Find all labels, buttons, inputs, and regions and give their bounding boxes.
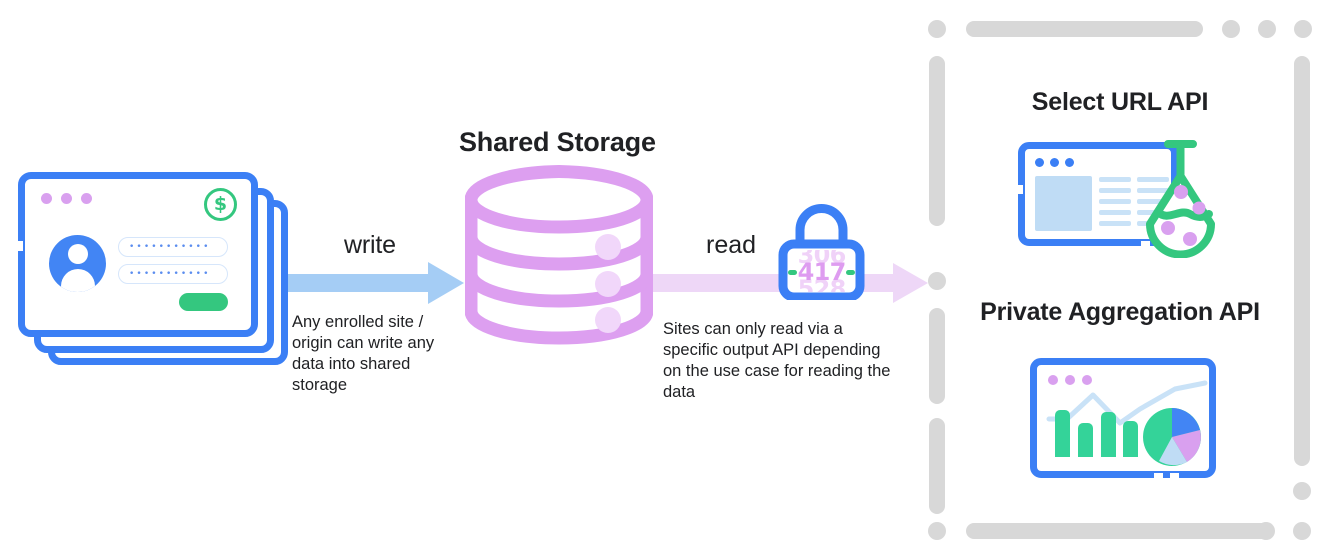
window-dot-1 bbox=[1035, 158, 1044, 167]
panel-border-dash bbox=[1294, 56, 1310, 466]
chart-bar bbox=[1078, 423, 1093, 457]
window-bottom-notch bbox=[1170, 473, 1179, 481]
svg-text:7: 7 bbox=[830, 258, 847, 286]
output-apis-panel bbox=[920, 8, 1320, 548]
api-title-private-aggregation: Private Aggregation API bbox=[980, 298, 1260, 326]
window-bottom-notch bbox=[1154, 473, 1163, 481]
window-dot-1 bbox=[1048, 375, 1058, 385]
combination-lock-icon: 3 4 5 0 1 2 6 7 8 bbox=[775, 203, 868, 302]
svg-text:8: 8 bbox=[830, 275, 847, 300]
analytics-window bbox=[1030, 358, 1216, 481]
window-left-notch bbox=[15, 241, 23, 251]
panel-border-dash bbox=[966, 21, 1203, 37]
panel-border-dash bbox=[1257, 522, 1275, 540]
panel-border-dash bbox=[928, 272, 946, 290]
panel-border-dash bbox=[928, 522, 946, 540]
panel-border-dash bbox=[929, 308, 945, 404]
pie-chart bbox=[1142, 407, 1202, 472]
flask-icon bbox=[1128, 138, 1233, 263]
submit-button[interactable] bbox=[179, 293, 228, 311]
username-field[interactable]: ••••••••••• bbox=[118, 237, 228, 257]
shared-storage-title: Shared Storage bbox=[459, 127, 656, 157]
write-label: write bbox=[344, 231, 396, 259]
panel-border-dash bbox=[1294, 20, 1312, 38]
api-block-select-url: Select URL API bbox=[950, 88, 1290, 117]
api-block-private-aggregation: Private Aggregation API bbox=[950, 298, 1290, 327]
api-title-select-url: Select URL API bbox=[1031, 88, 1209, 116]
window-traffic-dots bbox=[1035, 158, 1074, 167]
browser-window-with-flask-icon bbox=[1015, 138, 1233, 259]
window-traffic-dots bbox=[41, 193, 92, 204]
write-caption: Any enrolled site / origin can write any… bbox=[292, 313, 435, 394]
svg-text:5: 5 bbox=[798, 275, 815, 300]
write-arrow-icon bbox=[288, 262, 464, 309]
window-dot-3 bbox=[81, 193, 92, 204]
avatar-body-icon bbox=[60, 269, 95, 292]
panel-border-dash bbox=[929, 418, 945, 514]
read-label: read bbox=[706, 231, 757, 259]
database-cylinder-icon bbox=[464, 163, 654, 348]
read-caption: Sites can only read via a specific outpu… bbox=[663, 320, 891, 401]
window-traffic-dots bbox=[1048, 375, 1092, 385]
window-dot-2 bbox=[61, 193, 72, 204]
svg-text:2: 2 bbox=[814, 275, 831, 300]
panel-border-dash bbox=[1293, 482, 1311, 500]
svg-text:4: 4 bbox=[798, 258, 815, 286]
dollar-symbol: $ bbox=[213, 193, 228, 215]
svg-text:1: 1 bbox=[814, 258, 831, 286]
window-left-notch bbox=[1015, 185, 1023, 194]
panel-border-dash bbox=[1222, 20, 1240, 38]
window-dot-2 bbox=[1050, 158, 1059, 167]
password-field[interactable]: ••••••••••• bbox=[118, 264, 228, 284]
panel-border-dash bbox=[929, 56, 945, 226]
panel-border-dash bbox=[928, 20, 946, 38]
site-window-front: $ ••••••••••• ••••••••••• bbox=[15, 172, 258, 337]
svg-text:6: 6 bbox=[830, 241, 847, 269]
window-dot-3 bbox=[1065, 158, 1074, 167]
chart-bar bbox=[1101, 412, 1116, 457]
content-thumbnail bbox=[1035, 176, 1092, 231]
dollar-circle-icon: $ bbox=[204, 188, 237, 221]
window-dot-1 bbox=[41, 193, 52, 204]
window-bottom-notch bbox=[1141, 241, 1150, 249]
svg-text:0: 0 bbox=[814, 241, 831, 269]
window-dot-3 bbox=[1082, 375, 1092, 385]
sites-card-stack: $ ••••••••••• ••••••••••• bbox=[0, 0, 300, 380]
chart-bar bbox=[1123, 421, 1138, 457]
chart-bar bbox=[1055, 410, 1070, 457]
panel-border-dash bbox=[966, 523, 1271, 539]
panel-border-dash bbox=[1293, 522, 1311, 540]
svg-text:3: 3 bbox=[798, 241, 815, 269]
avatar-head-icon bbox=[67, 244, 88, 264]
avatar bbox=[49, 235, 106, 292]
window-dot-2 bbox=[1065, 375, 1075, 385]
panel-border-dash bbox=[1258, 20, 1276, 38]
analytics-dashboard-icon bbox=[1030, 358, 1220, 481]
